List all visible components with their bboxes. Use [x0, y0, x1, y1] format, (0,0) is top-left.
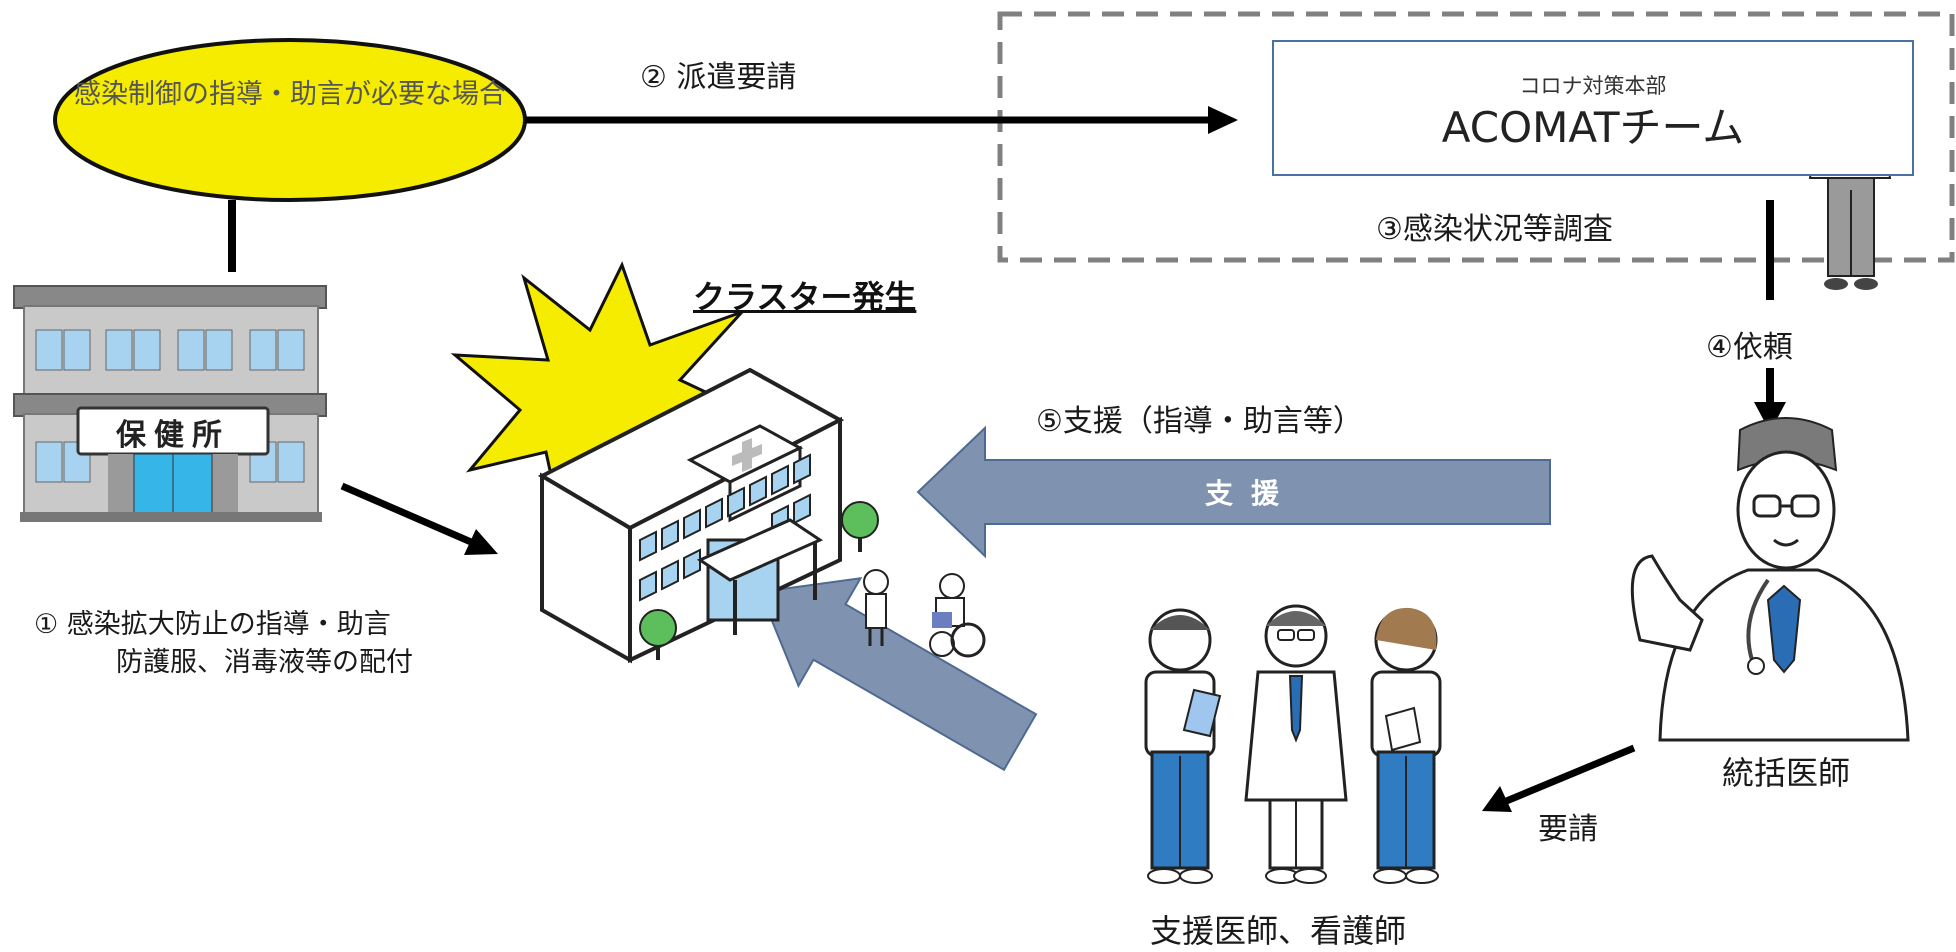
- survey-label: ③感染状況等調査: [1376, 212, 1613, 247]
- supervising-doctor-label: 統括医師: [1722, 754, 1851, 792]
- cluster-label: クラスター発生: [693, 278, 917, 316]
- acomat-dashed-region: [997, 11, 1955, 263]
- support-5-label: ⑤支援（指導・助言等）: [1036, 404, 1363, 439]
- dispatch-request-label: ② 派遣要請: [640, 60, 797, 95]
- acomat-hq-label: コロナ対策本部: [1519, 74, 1667, 98]
- health-to-hospital-arrow: [340, 482, 480, 549]
- acomat-team-box: コロナ対策本部 ACOMATチーム: [1272, 40, 1914, 176]
- condition-ellipse: [53, 38, 527, 202]
- support-arrow-horizontal: [916, 425, 1551, 559]
- step1-line2: 防護服、消毒液等の配付: [116, 647, 413, 678]
- support-staff-icon: [1144, 604, 1442, 884]
- support-staff-label: 支援医師、看護師: [1150, 912, 1407, 950]
- health-center-sign: 保健所: [116, 418, 230, 453]
- acomat-team-title: ACOMATチーム: [1441, 103, 1745, 152]
- hospital-building: [537, 367, 986, 664]
- step1-line1: ① 感染拡大防止の指導・助言: [34, 609, 391, 640]
- support-arrow-diagonal: [758, 577, 1038, 772]
- request-staff-arrow: [1502, 744, 1636, 806]
- health-center-building: [13, 285, 327, 522]
- request-4-label: ④依頼: [1706, 330, 1793, 365]
- patients-icon: [863, 569, 986, 658]
- supervising-doctor-icon: [1630, 417, 1910, 742]
- request-label: 要請: [1538, 812, 1598, 847]
- ellipse-condition-text: 感染制御の指導・助言が必要な場合: [74, 79, 506, 110]
- support-arrow-horizontal-label: 支援: [1205, 477, 1298, 510]
